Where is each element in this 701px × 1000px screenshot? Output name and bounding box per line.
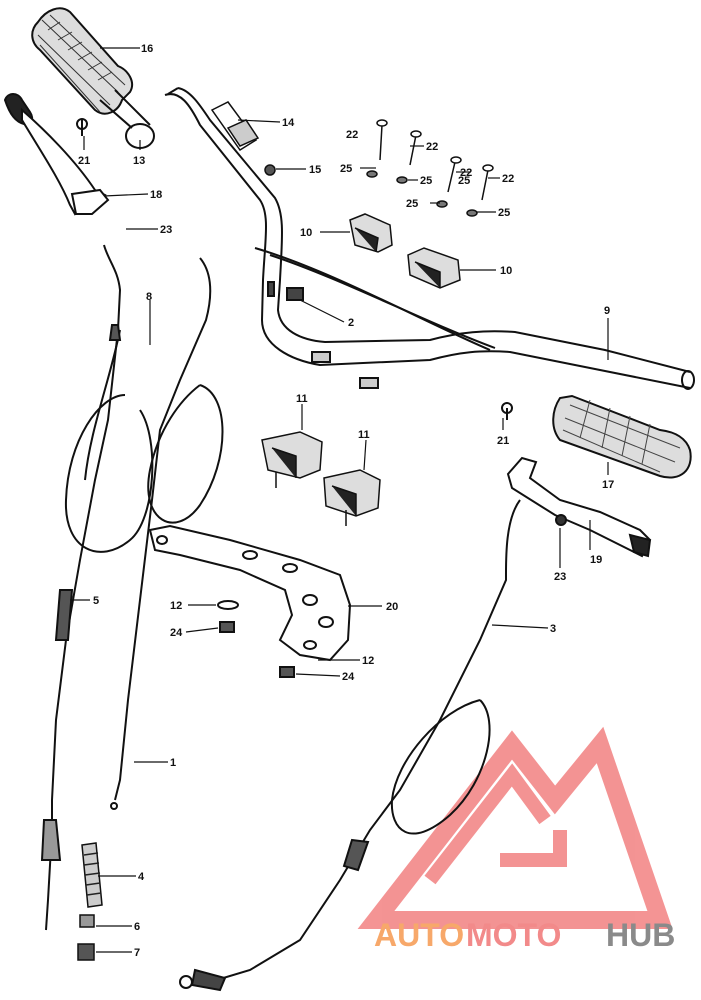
watermark-wordmark: AUTO MOTO HUB: [374, 917, 675, 953]
callout-11-b: 11: [358, 429, 370, 441]
callout-15: 15: [309, 164, 321, 176]
callout-14: 14: [282, 117, 295, 129]
callout-19: 19: [590, 554, 602, 566]
cables: [40, 244, 521, 992]
callout-25-b: 25: [420, 175, 432, 187]
watermark-part-moto: MOTO: [466, 917, 561, 953]
lower-holders: [261, 431, 381, 526]
small-parts: [77, 842, 103, 961]
callout-22-a: 22: [346, 129, 358, 141]
leader-lines: [70, 47, 609, 953]
callout-24-b: 24: [342, 671, 355, 683]
callout-4: 4: [138, 871, 145, 883]
callout-24-a: 24: [170, 627, 183, 639]
callout-21: 21: [78, 155, 90, 167]
callout-5: 5: [93, 595, 99, 607]
upper-holders: [349, 213, 461, 289]
callout-11-a: 11: [296, 393, 308, 405]
watermark-part-hub: HUB: [606, 917, 675, 953]
callout-10-b: 10: [500, 265, 512, 277]
right-lever: [501, 402, 652, 558]
right-grip: [552, 394, 692, 479]
callout-22-d: 22: [502, 173, 514, 185]
callout-8: 8: [146, 291, 152, 303]
callout-12-a: 12: [170, 600, 182, 612]
callout-7: 7: [134, 947, 140, 959]
callout-3: 3: [550, 623, 556, 635]
callout-6: 6: [134, 921, 140, 933]
handlebar: [164, 87, 695, 390]
callout-labels: 16 13 21 18 23 8 14 15 22 22 22 22 25 25…: [78, 43, 614, 959]
callout-1: 1: [170, 757, 176, 769]
callout-23: 23: [160, 224, 172, 236]
callout-25-d: 25: [406, 198, 418, 210]
callout-17: 17: [602, 479, 614, 491]
callout-10-a: 10: [300, 227, 312, 239]
callout-9: 9: [604, 305, 610, 317]
callout-22-b: 22: [426, 141, 438, 153]
callout-25-e: 25: [498, 207, 510, 219]
switch-assembly: [210, 101, 276, 176]
callout-25-a: 25: [340, 163, 352, 175]
callout-13: 13: [133, 155, 145, 167]
callout-2: 2: [348, 317, 354, 329]
callout-23-b: 23: [554, 571, 566, 583]
callout-16: 16: [141, 43, 153, 55]
callout-21-b: 21: [497, 435, 509, 447]
left-grip: [31, 7, 155, 149]
callout-25-c: 25: [458, 175, 470, 187]
callout-20: 20: [386, 601, 398, 613]
callout-22-c: 22: [460, 167, 472, 179]
left-lever: [3, 93, 110, 216]
watermark-logo: [357, 726, 673, 929]
bracket: [148, 524, 352, 678]
bolts: [366, 119, 494, 217]
callout-18: 18: [150, 189, 162, 201]
callout-12-b: 12: [362, 655, 374, 667]
watermark-part-auto: AUTO: [374, 917, 464, 953]
